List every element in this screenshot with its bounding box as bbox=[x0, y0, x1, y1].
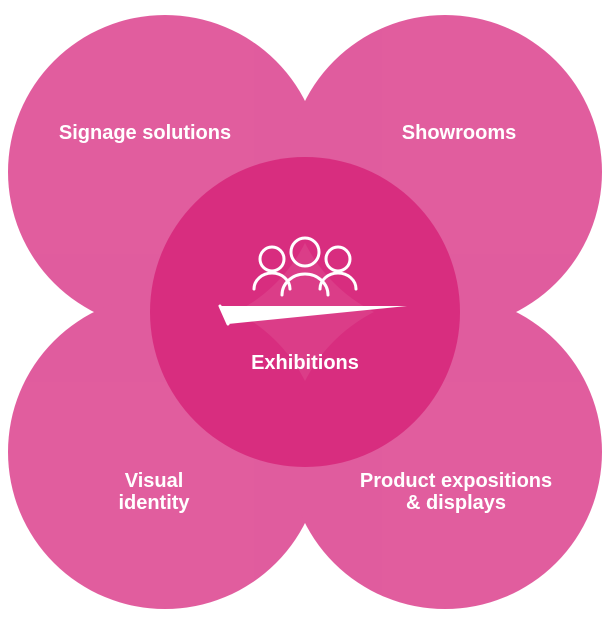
label-showrooms: Showrooms bbox=[402, 122, 516, 144]
label-product-expositions-line1: Product expositions bbox=[360, 470, 552, 492]
label-signage-solutions: Signage solutions bbox=[59, 122, 231, 144]
label-visual-identity-line2: identity bbox=[118, 492, 190, 514]
label-visual-identity-line1: Visual bbox=[125, 470, 184, 492]
people-at-table-icon bbox=[218, 236, 407, 326]
label-exhibitions: Exhibitions bbox=[251, 352, 359, 374]
label-product-expositions-line2: & displays bbox=[406, 492, 506, 514]
